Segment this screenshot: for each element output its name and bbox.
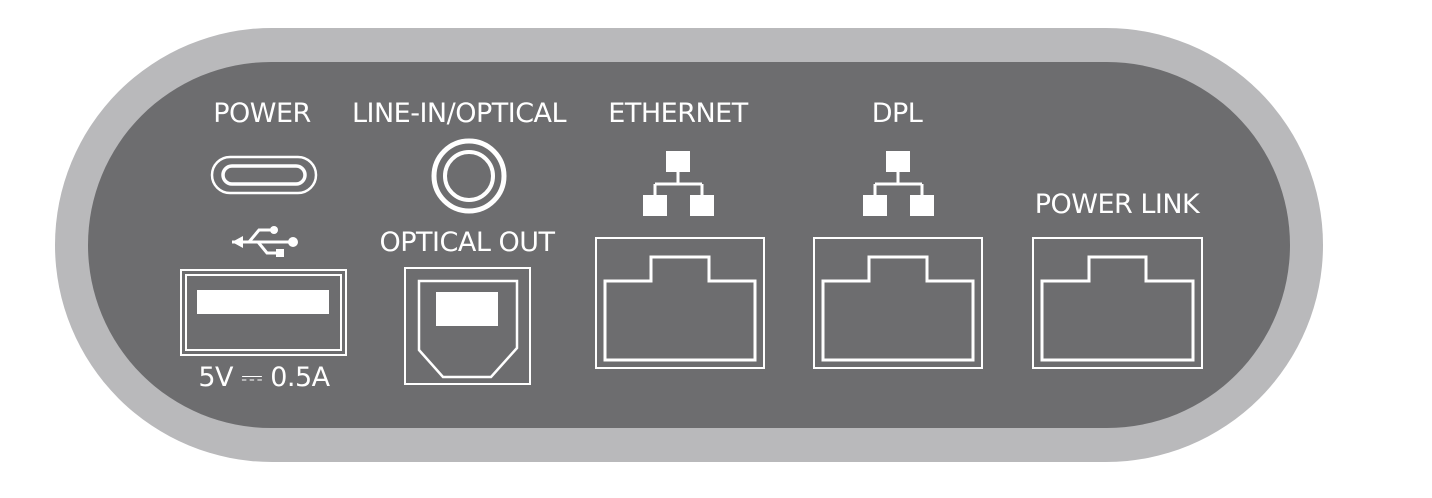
usb-a-port-icon xyxy=(180,269,347,356)
usb-rating-label: 5V ⎓ 0.5A xyxy=(198,362,330,393)
usb-symbol-icon xyxy=(232,226,298,257)
network-icon xyxy=(863,151,934,216)
network-icon xyxy=(643,151,714,216)
inner-panel xyxy=(88,62,1290,428)
ethernet-label: ETHERNET xyxy=(608,98,748,129)
power-label: POWER xyxy=(213,98,311,129)
dpl-port-icon xyxy=(813,237,983,369)
line-in-optical-label: LINE-IN/OPTICAL xyxy=(351,98,567,129)
power-link-port-icon xyxy=(1032,237,1203,369)
ethernet-port-icon xyxy=(595,237,765,369)
toslink-port-icon xyxy=(404,267,531,385)
dpl-label: DPL xyxy=(871,98,923,129)
optical-out-label: OPTICAL OUT xyxy=(379,227,555,258)
power-link-label: POWER LINK xyxy=(1034,189,1200,220)
usb-c-port-icon xyxy=(210,155,318,195)
audio-jack-icon xyxy=(431,138,507,214)
